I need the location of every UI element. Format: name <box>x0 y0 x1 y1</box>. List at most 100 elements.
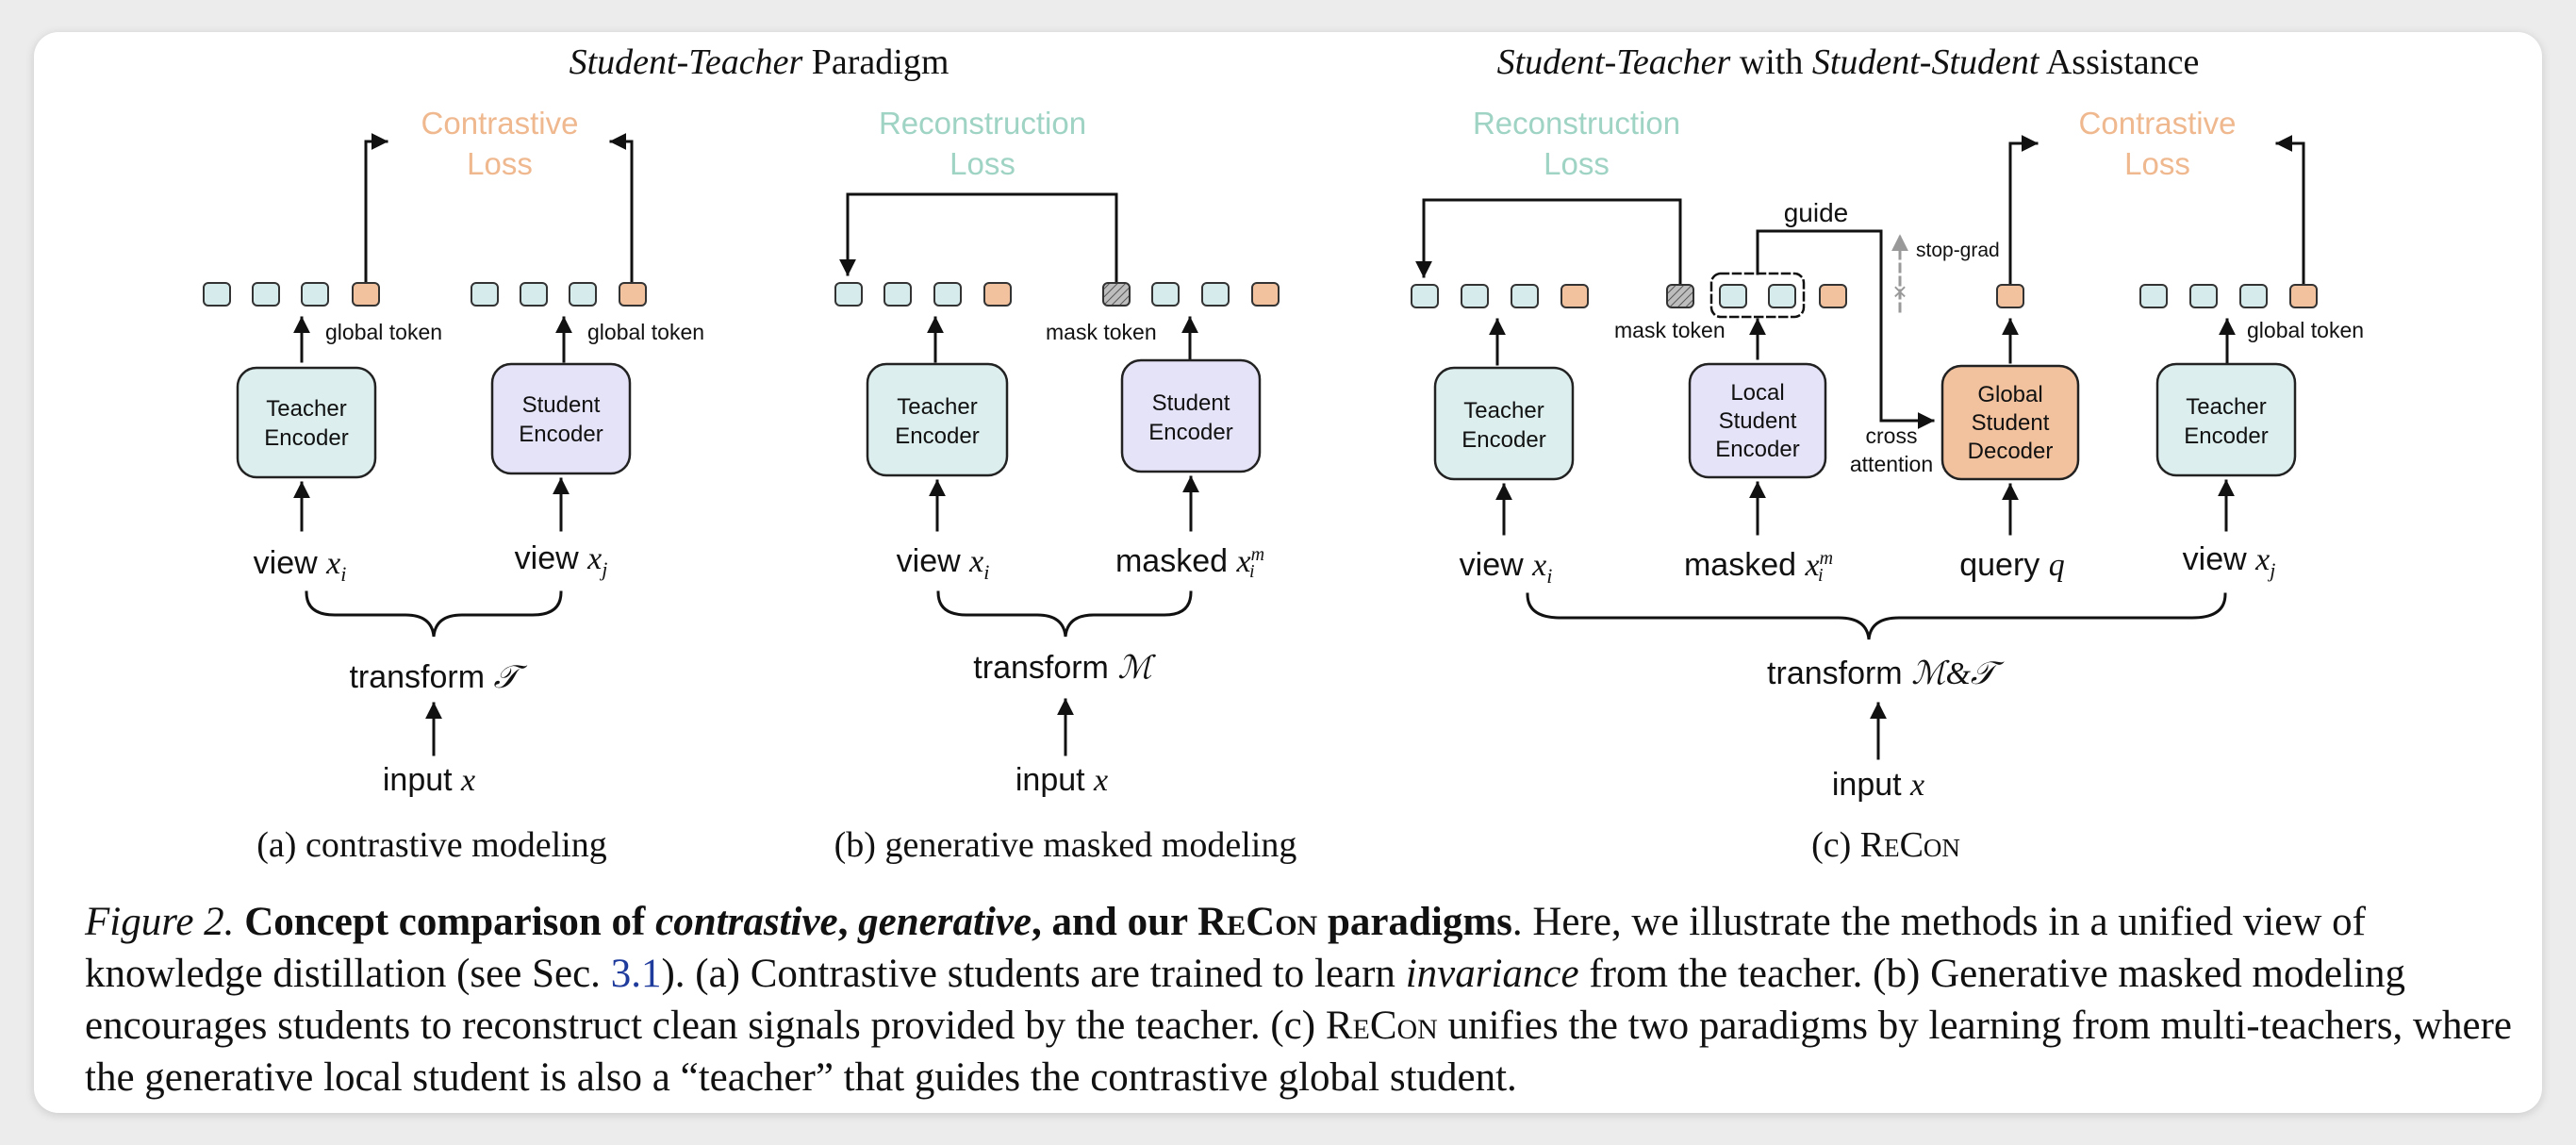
token <box>1151 282 1180 307</box>
caption-label: Figure 2. <box>85 900 235 944</box>
encoder-label: Teacher <box>897 394 977 420</box>
global-token <box>1819 284 1847 308</box>
figure-card <box>34 32 2542 1113</box>
teacher-encoder-c1 <box>1433 366 1575 481</box>
global-token-label: global token <box>325 320 442 344</box>
encoder-label: Student <box>522 392 601 418</box>
token <box>1511 284 1539 308</box>
contrastive-loss-bracket-a2 <box>609 133 634 285</box>
loss-label-b-1: Reconstruction <box>879 106 1086 141</box>
token <box>1461 284 1489 308</box>
token <box>1768 284 1796 308</box>
encoder-label: Encoder <box>1461 427 1545 453</box>
reconstruction-loss-arrow-c <box>1415 198 1682 285</box>
global-token <box>1560 284 1589 308</box>
token <box>883 282 912 307</box>
caption-bold: Concept comparison of contrastive, gener… <box>244 900 1512 944</box>
reconstruction-loss-arrow-b <box>839 192 1118 285</box>
subcaption-a: (a) contrastive modeling <box>256 825 606 865</box>
transform-a: transform 𝒯 <box>349 659 527 695</box>
token <box>203 282 231 307</box>
teacher-encoder-b <box>866 362 1009 477</box>
decoder-label: Decoder <box>1968 439 2054 464</box>
teacher-encoder-c2 <box>2155 362 2297 477</box>
student-encoder-b <box>1120 358 1262 473</box>
mask-token-label: mask token <box>1046 320 1157 344</box>
cross-label: cross <box>1866 423 1918 448</box>
token <box>2189 284 2218 308</box>
contrastive-loss-bracket-a <box>364 133 388 285</box>
token <box>471 282 499 307</box>
concept-figure: Student-Teacher Paradigm Student-Teacher… <box>203 42 2364 865</box>
view-xj-a: view xj <box>515 540 608 581</box>
token <box>569 282 597 307</box>
token <box>1201 282 1230 307</box>
decoder-label: Student <box>1972 410 2050 436</box>
section-ref-link[interactable]: 3.1 <box>610 952 662 996</box>
token <box>1411 284 1439 308</box>
loss-label-b-2: Loss <box>949 146 1016 181</box>
mask-token <box>1666 284 1694 308</box>
encoder-label: Encoder <box>264 425 348 451</box>
global-token-label: global token <box>2247 318 2364 342</box>
header-right: Student-Teacher with Student-Student Ass… <box>1497 42 2200 82</box>
guide-arrow <box>1756 229 1935 429</box>
loss-label-a-2: Loss <box>467 146 533 181</box>
figure-caption: Figure 2. Concept comparison of contrast… <box>85 900 2512 1100</box>
teacher-encoder-a <box>236 366 377 479</box>
encoder-label: Teacher <box>1463 398 1544 423</box>
decoder-label: Global <box>1977 382 2042 407</box>
subcaption-b: (b) generative masked modeling <box>834 825 1297 865</box>
input-c: input x <box>1832 767 1924 803</box>
encoder-label: Student <box>1152 390 1230 416</box>
token <box>301 282 329 307</box>
encoder-label: Teacher <box>266 396 346 422</box>
brace-b <box>936 590 1193 638</box>
global-token <box>1251 282 1280 307</box>
view-xi-b: view xi <box>897 543 990 584</box>
global-token <box>619 282 647 307</box>
view-xi-a: view xi <box>254 545 347 586</box>
contrastive-loss-bracket-c2 <box>2275 135 2305 285</box>
loss-label-a-1: Contrastive <box>421 106 579 141</box>
encoder-label: Teacher <box>2186 394 2266 420</box>
encoder-label: Encoder <box>2184 423 2268 449</box>
token <box>2239 284 2268 308</box>
input-b: input x <box>1016 762 1108 798</box>
loss-label-c1-1: Reconstruction <box>1473 106 1680 141</box>
global-token <box>352 282 380 307</box>
header-left: Student-Teacher Paradigm <box>570 42 949 82</box>
student-encoder-a <box>490 362 632 475</box>
stop-grad-x-icon: × <box>1892 277 1907 306</box>
token <box>834 282 863 307</box>
query-q: query q <box>1959 547 2065 583</box>
input-a: input x <box>383 762 475 798</box>
token <box>933 282 962 307</box>
encoder-label: Local <box>1730 380 1784 406</box>
subcaption-c: (c) ReCon <box>1811 825 1960 865</box>
transform-b: transform ℳ <box>973 650 1156 686</box>
global-token <box>1996 284 2024 308</box>
attention-label: attention <box>1850 452 1933 476</box>
transform-c: transform ℳ&𝒯 <box>1767 655 2005 691</box>
global-token-label: global token <box>587 320 704 344</box>
loss-label-c2-1: Contrastive <box>2079 106 2237 141</box>
global-student-decoder <box>1940 364 2080 481</box>
global-token <box>983 282 1012 307</box>
encoder-label: Encoder <box>519 422 603 447</box>
encoder-label: Encoder <box>895 423 979 449</box>
contrastive-loss-bracket-c <box>2008 135 2039 285</box>
token <box>252 282 280 307</box>
token <box>1719 284 1747 308</box>
view-xi-c: view xi <box>1460 547 1553 588</box>
loss-label-c2-2: Loss <box>2124 146 2190 181</box>
view-xj-c: view xj <box>2183 541 2276 582</box>
brace-a <box>305 590 563 638</box>
token <box>2139 284 2168 308</box>
stop-grad-label: stop-grad <box>1916 240 2000 261</box>
global-token <box>2289 284 2318 308</box>
token <box>520 282 548 307</box>
encoder-label: Encoder <box>1148 420 1232 445</box>
